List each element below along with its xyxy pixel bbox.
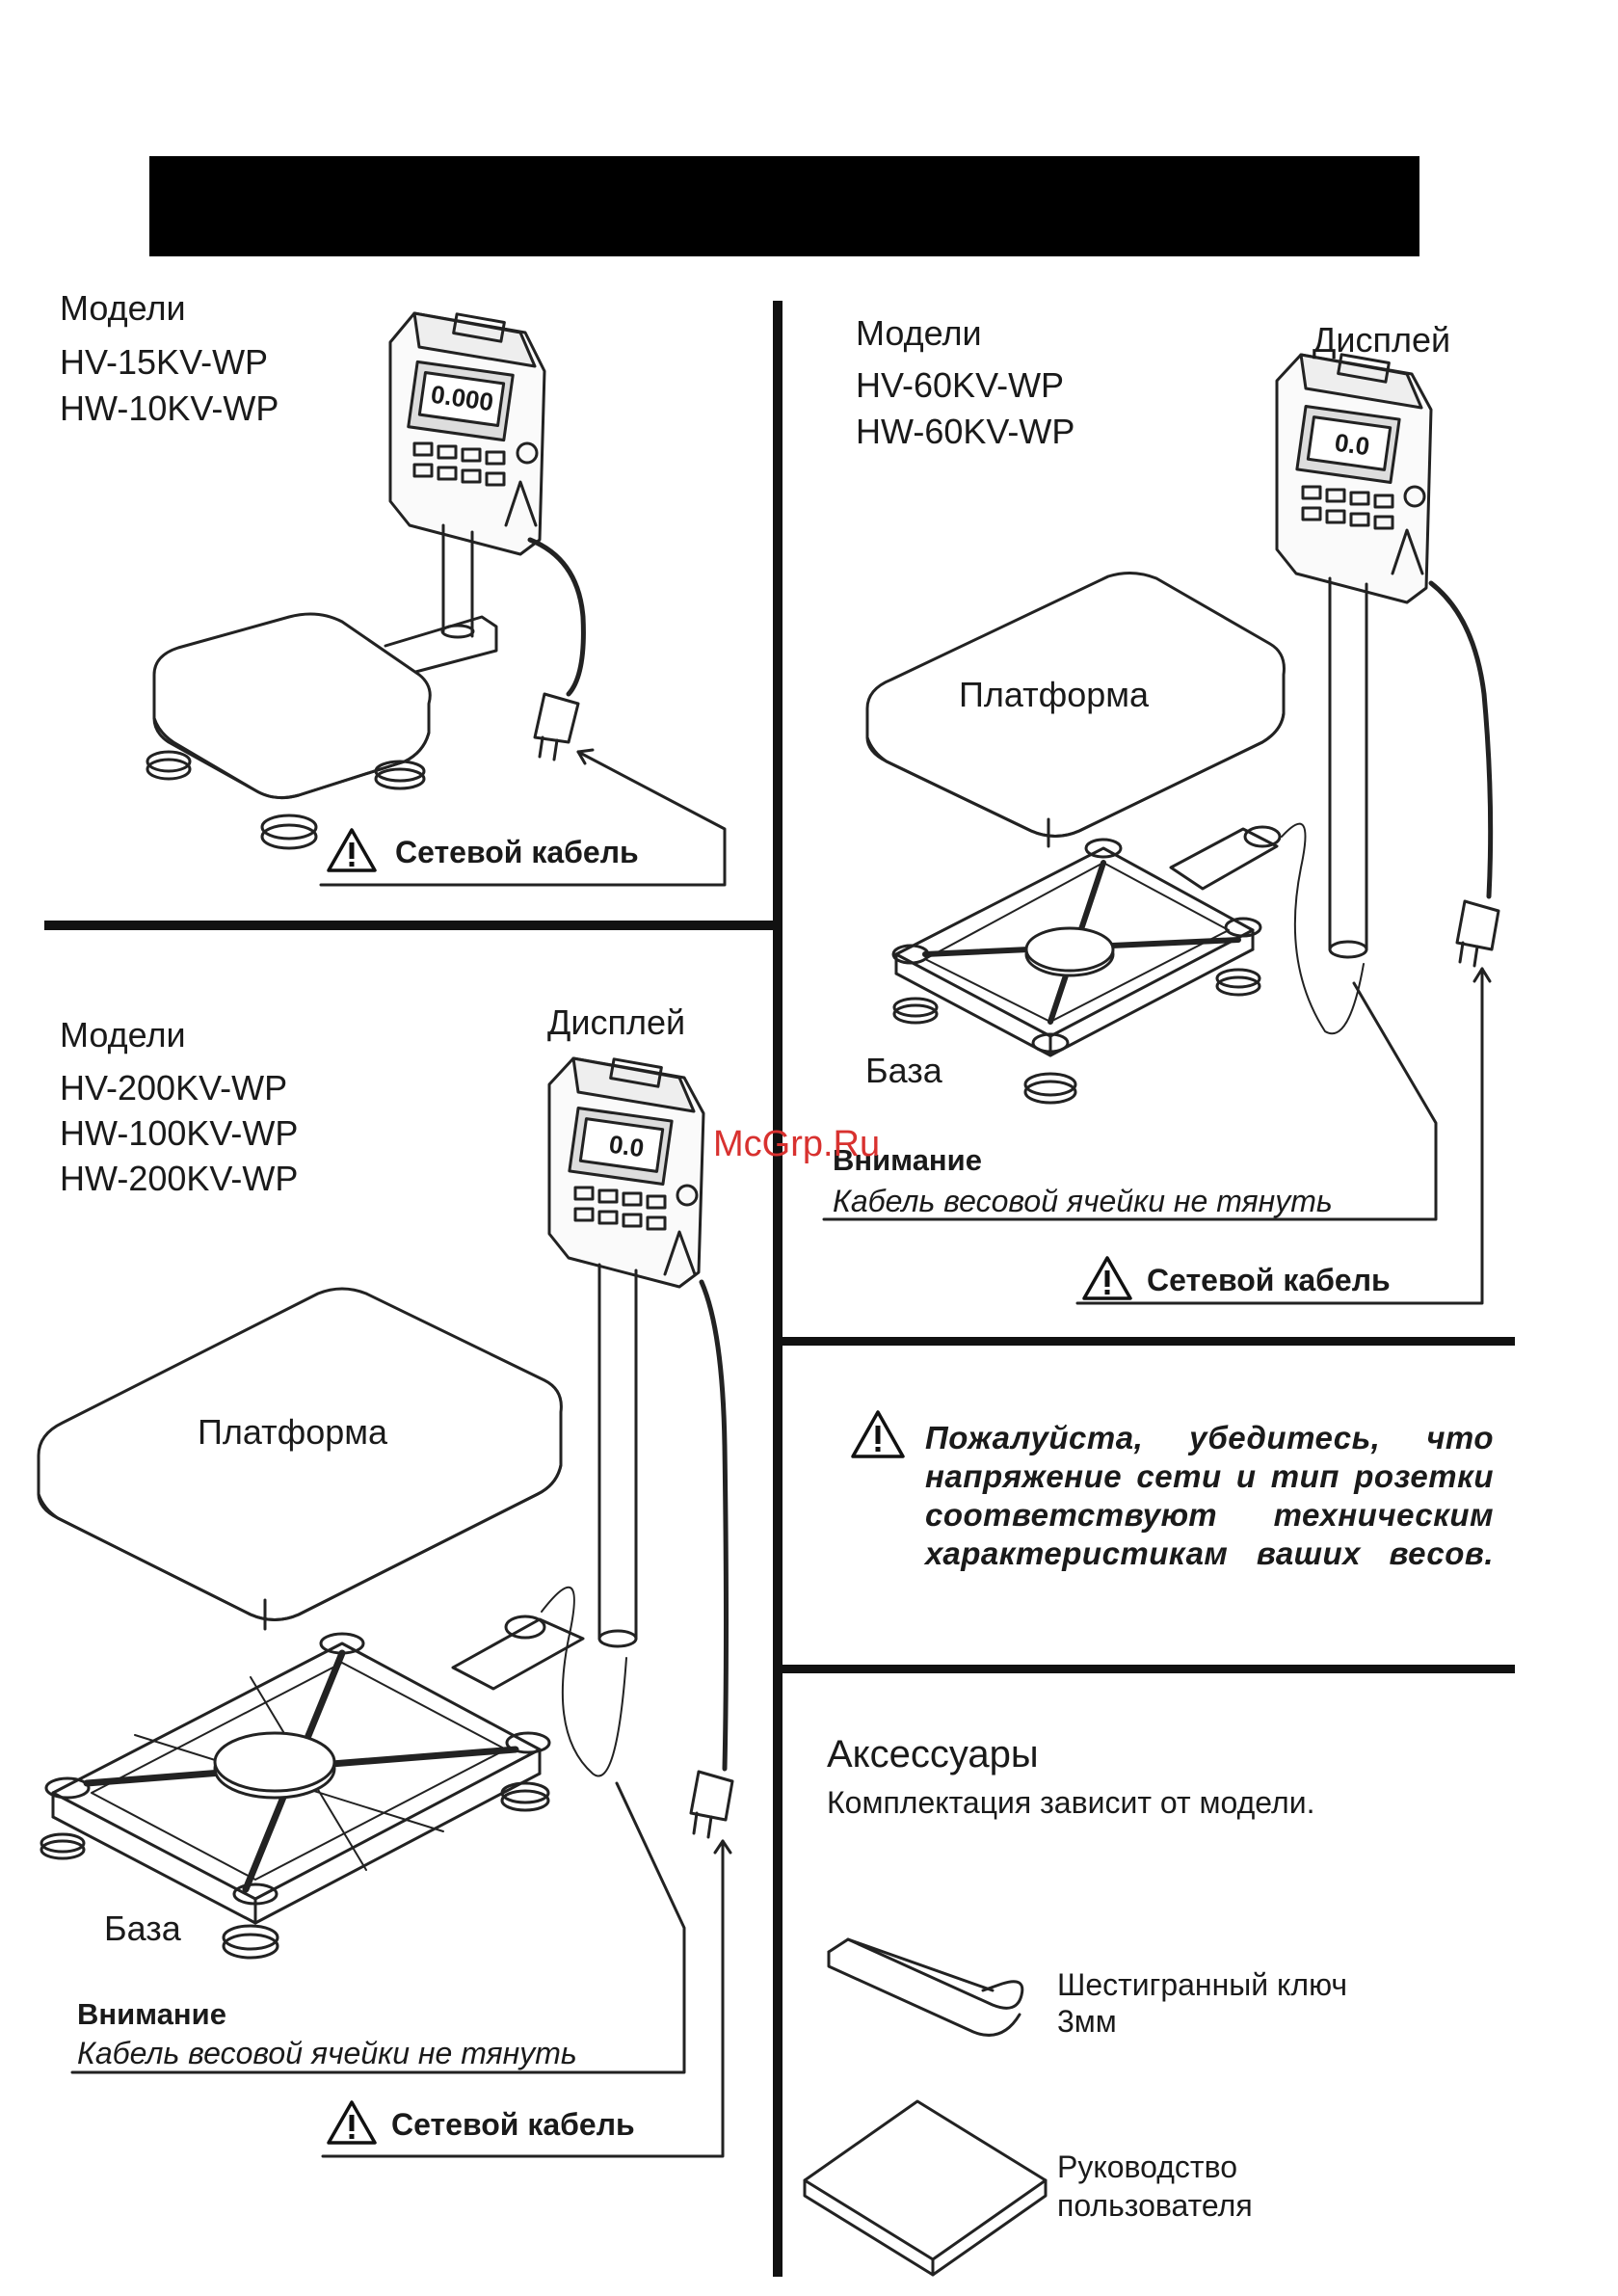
caution-icon <box>1082 1256 1132 1300</box>
display-reading-200kv: 0.0 <box>607 1129 647 1163</box>
accessories-title: Аксессуары <box>827 1733 1039 1775</box>
voltage-warning-text: Пожалуйста, убедитесь, что напряжение се… <box>925 1419 1494 1573</box>
display-reading-60kv: 0.0 <box>1333 427 1372 462</box>
platform-label-60kv: Платформа <box>959 675 1150 714</box>
attention-title-200kv: Внимание <box>77 1997 226 2031</box>
power-cable-label: Сетевой кабель <box>391 2107 635 2142</box>
warning-line: характеристикам ваших весов. <box>925 1535 1494 1571</box>
attention-text-200kv: Кабель весовой ячейки не тянуть <box>77 2036 577 2070</box>
accessory-label-line: пользователя <box>1057 2188 1253 2223</box>
accessory-label-line: Руководство <box>1057 2149 1237 2184</box>
models-label-200kv: Модели <box>60 1015 186 1055</box>
model-name: HW-10KV-WP <box>60 388 279 428</box>
manual-drawing <box>803 2099 1048 2277</box>
scale-200kv-drawing <box>37 1056 734 2158</box>
accessory-label-line: Шестигранный ключ <box>1057 1967 1348 2002</box>
horizontal-divider-left <box>44 921 777 930</box>
warning-line: соответствуют техническим <box>925 1497 1494 1533</box>
scale-60kv-drawing <box>822 353 1500 1305</box>
caution-icon <box>327 2100 377 2145</box>
watermark: McGrp.Ru <box>713 1124 881 1164</box>
model-name: HW-200KV-WP <box>60 1159 299 1198</box>
model-name: HV-60KV-WP <box>856 365 1065 405</box>
vertical-divider <box>773 301 782 2277</box>
model-name: HW-100KV-WP <box>60 1113 299 1153</box>
display-label-60kv: Дисплей <box>1313 320 1451 360</box>
horizontal-divider-right-1 <box>781 1337 1515 1346</box>
accessory-label-line: 3мм <box>1057 2004 1117 2039</box>
warning-line: напряжение сети и тип розетки <box>925 1458 1494 1494</box>
platform-label-200kv: Платформа <box>198 1412 388 1452</box>
attention-title-60kv: Внимание <box>833 1143 982 1177</box>
model-name: HW-60KV-WP <box>856 412 1075 451</box>
header-bar <box>149 156 1419 256</box>
accessories-subtitle: Комплектация зависит от модели. <box>827 1785 1315 1820</box>
power-cable-label: Сетевой кабель <box>1147 1263 1391 1297</box>
caution-icon <box>851 1410 905 1458</box>
display-label-200kv: Дисплей <box>547 1002 686 1042</box>
accessory-label-hex-key: Шестигранный ключ 3мм <box>1057 1966 1347 2040</box>
horizontal-divider-right-2 <box>781 1665 1515 1673</box>
accessory-label-manual: Руководство пользователя <box>1057 2148 1253 2225</box>
hex-key-drawing <box>827 1937 1024 2037</box>
power-cable-label: Сетевой кабель <box>395 835 639 869</box>
attention-text-60kv: Кабель весовой ячейки не тянуть <box>833 1184 1333 1218</box>
model-name: HV-15KV-WP <box>60 342 269 382</box>
base-label-60kv: База <box>865 1051 942 1090</box>
models-label-15kv: Модели <box>60 288 186 328</box>
warning-line: Пожалуйста, убедитесь, что <box>925 1420 1494 1455</box>
scale-15kv-drawing <box>146 311 727 887</box>
caution-icon <box>327 828 377 872</box>
models-label-60kv: Модели <box>856 313 982 353</box>
base-label-200kv: База <box>104 1909 181 1948</box>
model-name: HV-200KV-WP <box>60 1068 288 1108</box>
